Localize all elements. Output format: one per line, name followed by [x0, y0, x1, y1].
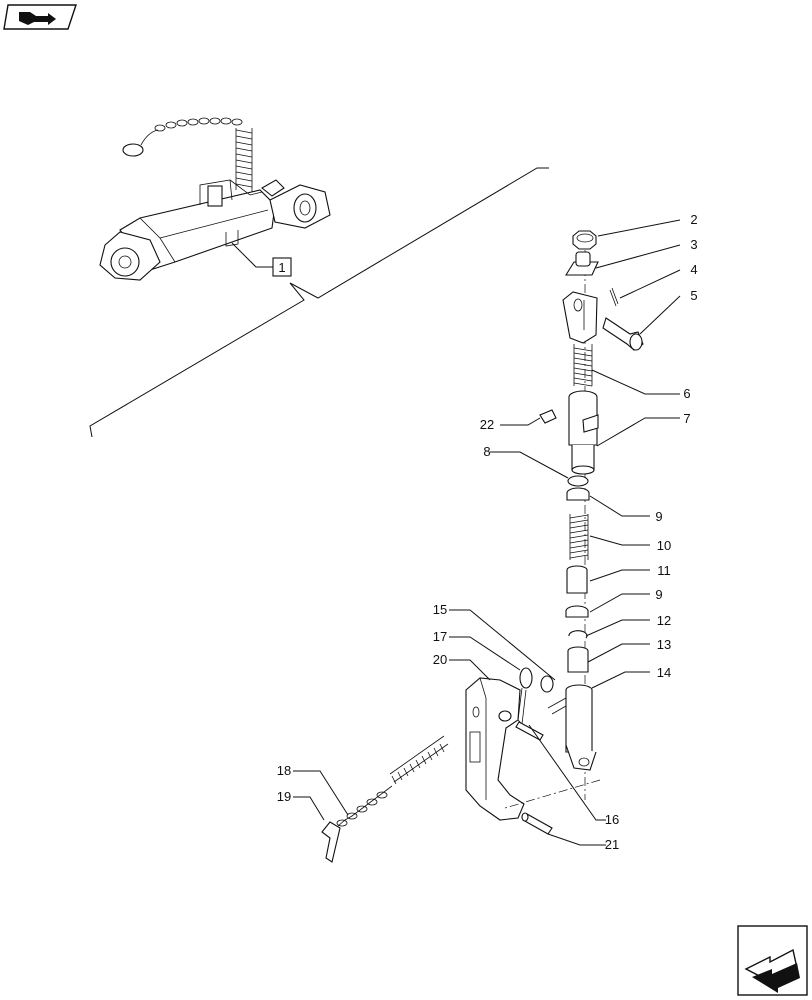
- book-arrow-icon[interactable]: [3, 4, 77, 30]
- part-20-bracket: [465, 677, 525, 821]
- callout-17: 17: [433, 629, 447, 644]
- callout-10: 10: [657, 538, 671, 553]
- part-18-chain-spring: [336, 735, 449, 827]
- part-16-pin: [515, 721, 544, 741]
- part-21-pin: [521, 812, 553, 835]
- next-page-arrow-icon[interactable]: [737, 925, 808, 996]
- part-11-sleeve: [566, 565, 588, 594]
- part-14-lower-body: [547, 684, 597, 771]
- part-9-bushing-upper: [566, 487, 590, 501]
- part-10-spring: [569, 514, 589, 560]
- part-9-bushing-lower: [565, 605, 589, 618]
- callout-15: 15: [433, 602, 447, 617]
- callout-4: 4: [690, 262, 697, 277]
- callout-14: 14: [657, 665, 671, 680]
- callout-18: 18: [277, 763, 291, 778]
- part-22-grease-nipple: [539, 409, 557, 424]
- callout-9-upper: 9: [655, 509, 662, 524]
- callout-11: 11: [657, 563, 671, 578]
- part-12-circlip: [568, 630, 588, 639]
- part-4-cotter-pin: [609, 287, 619, 307]
- callout-13: 13: [657, 637, 671, 652]
- part-7-tube: [568, 390, 599, 475]
- assembly-ref-label: 1: [278, 260, 285, 275]
- callout-21: 21: [605, 837, 619, 852]
- part-5-clevis-pin: [602, 317, 644, 351]
- callout-7: 7: [683, 411, 690, 426]
- callout-8: 8: [483, 444, 490, 459]
- leader-lines: [293, 219, 681, 846]
- part-8-ring: [567, 475, 589, 487]
- callout-16: 16: [605, 812, 619, 827]
- callout-9-lower: 9: [655, 587, 662, 602]
- callout-12: 12: [657, 613, 671, 628]
- callout-6: 6: [683, 386, 690, 401]
- assembly-overview: [99, 117, 331, 281]
- part-6-threaded-fork: [562, 291, 598, 387]
- callout-3: 3: [690, 237, 697, 252]
- section-break-line: [89, 167, 549, 438]
- part-3-plate: [565, 251, 599, 276]
- callout-19: 19: [277, 789, 291, 804]
- callout-5: 5: [690, 288, 697, 303]
- part-15-17-lynch-pin: [517, 667, 554, 725]
- part-13-bushing: [567, 646, 589, 673]
- callout-2: 2: [690, 212, 697, 227]
- part-2-nut: [572, 230, 597, 250]
- callout-20: 20: [433, 652, 447, 667]
- assembly-ref-box: [272, 257, 292, 277]
- part-19-hook: [321, 821, 341, 863]
- callout-22: 22: [480, 417, 494, 432]
